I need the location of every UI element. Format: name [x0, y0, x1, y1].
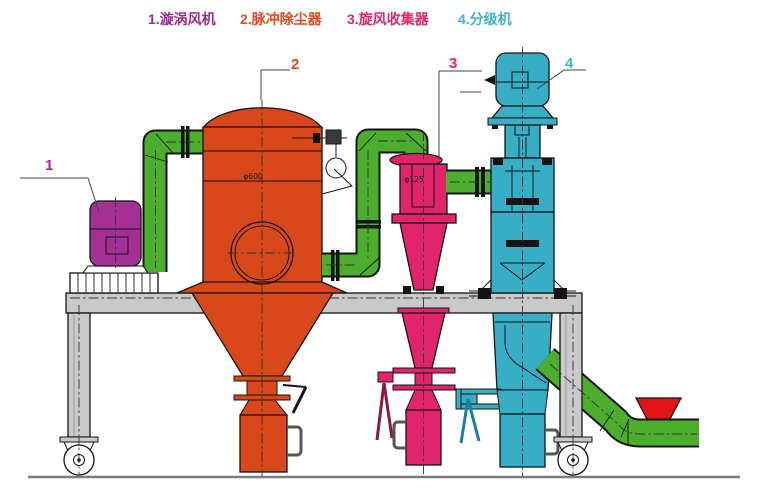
collector-bin	[239, 414, 288, 473]
leader-2	[260, 69, 290, 100]
pulse-pulley	[325, 157, 347, 179]
table-leg-right	[559, 312, 583, 438]
chute-weld-seam	[599, 409, 615, 432]
collector-bin-handle	[287, 425, 303, 457]
part-label-4: 4	[565, 55, 574, 72]
cyclone-mount-bolt	[436, 286, 444, 294]
cyclone-vortex-tube	[411, 163, 435, 208]
classifier-valve-lever	[459, 398, 481, 444]
internal-duct	[504, 325, 547, 384]
table-mount-left	[478, 288, 491, 299]
discharge-flange-upper	[460, 388, 502, 395]
part-label-2: 2	[291, 56, 299, 73]
cyclone-tube-annotation: φ125	[404, 175, 423, 184]
collector-body	[202, 126, 323, 284]
shaft-cap	[514, 124, 530, 136]
part-callouts: 1 2 3 4	[20, 55, 586, 213]
cyclone-flange-ring	[391, 213, 457, 224]
part-label-1: 1	[45, 157, 53, 174]
inner-funnel	[499, 262, 546, 281]
collector-dome	[201, 107, 324, 129]
legend-item-classifier: 4.分级机	[458, 11, 512, 27]
cyclone-valve-lever	[375, 382, 394, 441]
lever-arm	[382, 382, 394, 439]
blower-fins	[77, 273, 151, 293]
chute-body	[536, 349, 699, 446]
blower-fin-block	[69, 272, 159, 294]
body-flange-bolt	[542, 158, 552, 165]
feed-chute	[535, 348, 699, 448]
pipe2-collar	[356, 225, 381, 229]
legend-item-dust-collector: 2.脉冲除尘器	[240, 11, 323, 27]
discharge-end-plate	[455, 388, 462, 410]
pulse-valve	[325, 129, 342, 145]
table-mount-right	[554, 288, 567, 299]
legend: 1.漩涡风机 2.脉冲除尘器 3.旋风收集器 4.分级机	[148, 11, 512, 27]
mount-bolt	[547, 125, 553, 129]
pipe1-weld-seam	[155, 133, 174, 154]
cyclone-valve-stub	[377, 371, 394, 383]
classifier-motor-box	[511, 71, 529, 89]
bearing-flange	[506, 240, 539, 247]
support-leg-right	[553, 312, 593, 476]
pipe1-weld-seam	[144, 154, 169, 163]
vessel-diameter-annotation: φ600	[243, 172, 262, 181]
motor-junction-box	[105, 236, 129, 255]
pulse-dust-collector: φ600	[176, 107, 353, 473]
pipe2-collar	[356, 220, 381, 224]
legend-item-fan: 1.漩涡风机	[148, 11, 216, 27]
leader-4	[536, 69, 586, 90]
cyclone-mount-bolt	[403, 286, 411, 294]
legend-item-cyclone: 3.旋风收集器	[347, 11, 430, 27]
body-flange-bolt	[493, 158, 503, 165]
mount-bolt	[492, 125, 498, 129]
leader-1	[20, 177, 100, 213]
pipe1-flange	[181, 126, 185, 158]
lever-arm	[466, 398, 481, 442]
chute-centerline	[549, 363, 697, 435]
discharge-valve-lever	[291, 386, 308, 414]
pipe2-weld-seam	[405, 132, 427, 152]
discharge-valve-lever	[282, 384, 307, 388]
cyclone-valve-flange-upper	[392, 367, 456, 374]
leader-3	[438, 70, 482, 158]
direction-arrow-icon	[484, 75, 495, 85]
cyclone-bin-handle	[392, 420, 406, 450]
pulse-bracket	[321, 168, 353, 195]
lever-arm	[459, 398, 470, 444]
part-label-3: 3	[449, 55, 457, 72]
pipe2-weld-seam	[358, 132, 377, 152]
pulse-valve-mechanism	[292, 129, 353, 195]
pipe2-flange	[336, 250, 340, 281]
lever-arm	[375, 382, 386, 441]
centerlines	[78, 47, 697, 476]
cyclone-valve-flange-lower	[392, 384, 456, 391]
pipe2-weld-seam	[359, 257, 380, 276]
pulse-fitting	[313, 133, 320, 143]
pipe2-flange	[331, 250, 335, 281]
